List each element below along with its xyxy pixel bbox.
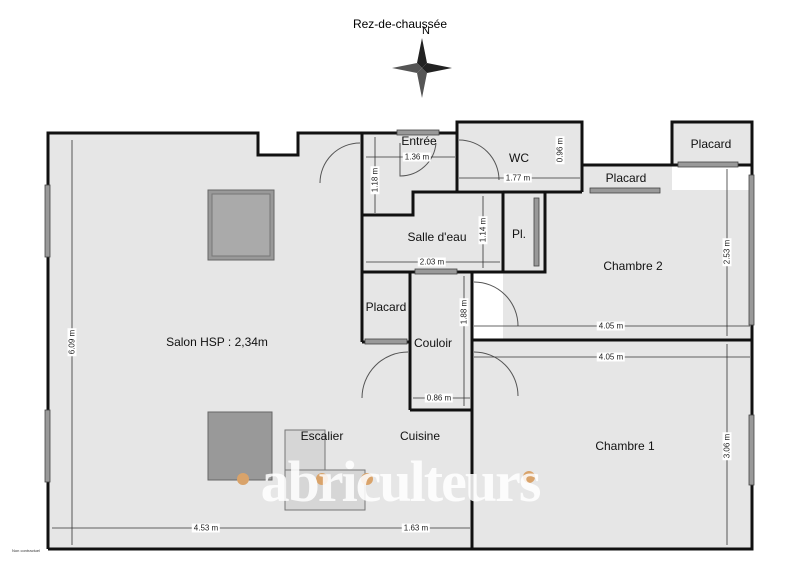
room-label-couloir: Couloir: [413, 336, 453, 350]
compass-icon: [392, 38, 452, 98]
room-label-placard-mid: Placard: [605, 171, 647, 185]
room-label-escalier: Escalier: [300, 429, 344, 443]
room-label-placard-left: Placard: [365, 300, 407, 314]
dim-entree-height: 1.18 m: [370, 165, 380, 195]
room-label-salon: Salon HSP : 2,34m: [166, 335, 268, 349]
floor-title: Rez-de-chaussée: [352, 17, 448, 31]
dim-salle-eau-height: 1.14 m: [478, 215, 488, 245]
room-label-chambre2: Chambre 2: [603, 259, 663, 273]
room-label-pl: Pl.: [511, 227, 527, 241]
disclaimer-note: Non contractuel: [12, 548, 41, 553]
dim-chambre1-width: 4.05 m: [596, 352, 626, 362]
dim-salon-height: 6.09 m: [67, 327, 77, 357]
dim-wc-width: 1.77 m: [503, 173, 533, 183]
dim-couloir-width: 0.86 m: [424, 393, 454, 403]
room-label-entree: Entrée: [401, 134, 437, 148]
room-label-placard-top: Placard: [690, 137, 732, 151]
room-label-wc: WC: [509, 151, 529, 165]
dim-salon-width: 4.53 m: [191, 523, 221, 533]
dim-cuisine-width: 1.63 m: [401, 523, 431, 533]
room-label-chambre1: Chambre 1: [595, 439, 655, 453]
watermark-logo: abriculteurs: [260, 449, 542, 514]
room-label-salle-eau: Salle d'eau: [407, 230, 467, 244]
dim-chambre1-height: 3.06 m: [722, 431, 732, 461]
north-label: N: [422, 25, 430, 37]
dim-wc-height: 0.96 m: [555, 135, 565, 165]
furniture: [207, 189, 366, 511]
dim-salle-eau-width: 2.03 m: [417, 257, 447, 267]
light-points: [237, 471, 535, 485]
dim-chambre2-width: 4.05 m: [596, 321, 626, 331]
dim-entree-width: 1.36 m: [402, 152, 432, 162]
windows: [44, 129, 755, 486]
door-swings: [319, 139, 519, 399]
room-label-cuisine: Cuisine: [399, 429, 441, 443]
dim-chambre2-height: 2.53 m: [722, 237, 732, 267]
dim-couloir-height: 1.88 m: [459, 297, 469, 327]
